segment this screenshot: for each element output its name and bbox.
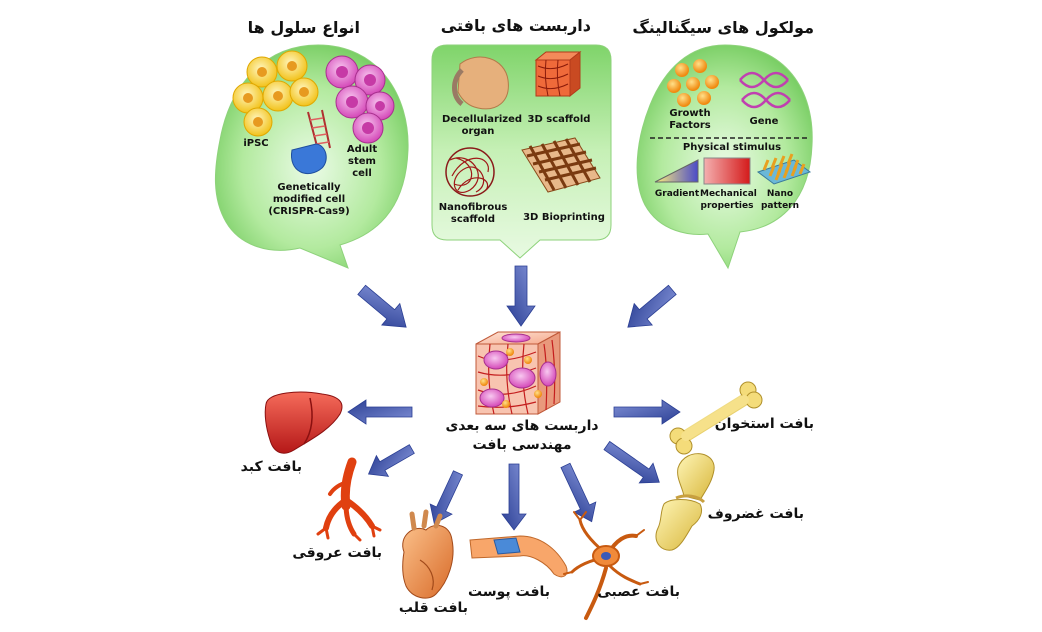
- arrow-signals-to-center: [627, 284, 677, 328]
- label-physical-stimulus: Physical stimulus: [682, 142, 782, 153]
- blood-vessel-illustration: [316, 457, 382, 542]
- scaffolds-bubble: [431, 44, 612, 259]
- arrow-to-vessel: [367, 444, 415, 477]
- output-arrows: [347, 399, 681, 531]
- 3d-bioprinting-illustration: [521, 137, 601, 193]
- label-bone-tissue: بافت استخوان: [714, 416, 814, 432]
- tissue-engineering-cube: [475, 331, 561, 415]
- label-growth-factors: Growth Factors: [669, 108, 711, 131]
- bone-illustration: [669, 381, 763, 455]
- nerve-illustration: [563, 511, 649, 620]
- label-nerve-tissue: بافت عصبی: [597, 584, 680, 600]
- heart-illustration: [402, 509, 454, 599]
- cells-bubble: [214, 44, 409, 269]
- label-cartilage-tissue: بافت غضروف: [707, 506, 804, 522]
- label-center-line2: مهندسی بافت: [472, 437, 572, 453]
- label-3d-bioprinting: 3D Bioprinting: [523, 212, 605, 223]
- label-gene: Gene: [749, 116, 779, 127]
- label-nano-pattern: Nano pattern: [760, 189, 800, 211]
- crispr-illustration: [291, 109, 331, 174]
- label-center-line1: داربست های سه بعدی: [445, 418, 599, 434]
- label-nanofibrous-scaffold: Nanofibrous scaffold: [438, 202, 508, 225]
- nanofibrous-scaffold-illustration: [445, 147, 495, 197]
- signals-bubble: [636, 44, 813, 270]
- ipsc-cells-illustration: [232, 50, 319, 137]
- input-arrows: [357, 265, 677, 328]
- heading-signaling-molecules: مولکول های سیگنالینگ: [632, 18, 814, 37]
- label-gradient: Gradient: [654, 189, 700, 199]
- gene-illustration: [739, 71, 791, 109]
- arrow-scaffolds-to-center: [506, 265, 536, 327]
- arrow-to-bone: [613, 399, 681, 425]
- label-adult-stem-cell: Adult stem cell: [346, 144, 378, 179]
- label-vascular-tissue: بافت عروقی: [292, 545, 382, 561]
- label-3d-scaffold: 3D scaffold: [527, 114, 591, 125]
- arrow-cells-to-center: [357, 284, 407, 328]
- label-heart-tissue: بافت قلب: [398, 600, 468, 616]
- growth-factors-illustration: [667, 59, 719, 107]
- decellularized-organ-illustration: [452, 56, 509, 110]
- arrow-to-cartilage: [603, 440, 660, 484]
- arrow-to-liver: [347, 399, 413, 425]
- arrow-to-skin: [501, 463, 527, 531]
- label-skin-tissue: بافت پوست: [468, 584, 550, 600]
- label-genetically-modified-cell: Genetically modified cell (CRISPR-Cas9): [268, 182, 350, 217]
- label-mechanical-properties: Mechanical properties: [700, 189, 757, 211]
- heading-tissue-scaffolds: داربست های بافتی: [440, 16, 591, 35]
- mechanical-properties-illustration: [703, 157, 751, 185]
- 3d-scaffold-illustration: [534, 50, 582, 98]
- skin-illustration: [469, 535, 568, 578]
- adult-stem-cells-illustration: [325, 55, 395, 144]
- label-liver-tissue: بافت کبد: [240, 459, 302, 475]
- cartilage-illustration: [655, 453, 715, 551]
- heading-cell-types: انواع سلول ها: [247, 18, 360, 37]
- label-decellularized-organ: Decellularized organ: [442, 114, 523, 137]
- nano-pattern-illustration: [756, 153, 812, 185]
- label-ipsc: iPSC: [243, 138, 269, 149]
- arrow-to-heart: [429, 470, 464, 525]
- liver-illustration: [264, 391, 343, 454]
- gradient-illustration: [654, 159, 699, 183]
